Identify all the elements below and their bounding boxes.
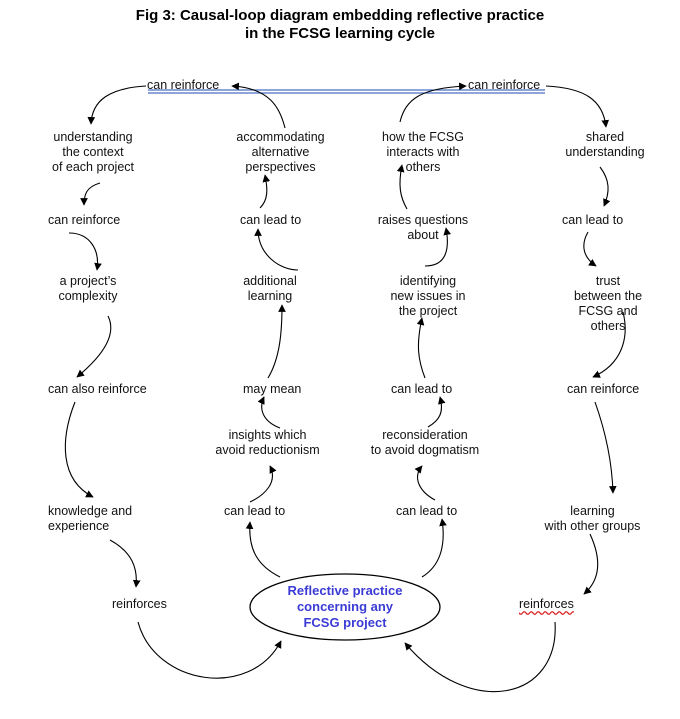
arrow-col4-n5-n6 (583, 533, 599, 595)
col1-node-reinforces: reinforces (112, 597, 167, 611)
col1-node-knowledge-experience: knowledge and experience (48, 504, 133, 533)
arrow-col4-n2-n3 (583, 231, 597, 267)
arrow-col1-n5-n6 (109, 539, 141, 588)
col2-node-insights-reductionism: insights which avoid reductionism (215, 428, 320, 457)
arrow-col2-n2-n1 (259, 174, 271, 209)
col3-node-can-lead-to-2: can lead to (396, 504, 458, 518)
arrow-top-left-to-col1 (87, 85, 147, 125)
top-right-can-reinforce: can reinforce (468, 78, 541, 92)
arrow-core-col3-n6 (421, 518, 447, 578)
arrow-col3-n4-n3 (416, 317, 426, 379)
col4-node-can-lead-to: can lead to (562, 213, 624, 227)
arrow-col4-n1-n2 (599, 166, 611, 207)
col3-node-fcsg-interacts: how the FCSG interacts with others (382, 130, 464, 174)
arrow-col3-n5-n4 (427, 396, 446, 428)
arrow-col4-n6-core (404, 621, 556, 693)
col3-node-raises-questions: raises questions about (377, 213, 469, 242)
arrow-col2-n3-n2 (254, 228, 299, 271)
arrow-col4-n3-n4 (592, 311, 626, 378)
col3-node-can-lead-to-1: can lead to (391, 382, 453, 396)
arrow-col1-n2-n3 (68, 232, 102, 271)
arrow-col4-n4-n5 (594, 401, 617, 494)
figure-title-line-1: Fig 3: Causal-loop diagram embedding ref… (135, 7, 545, 24)
col1-node-project-complexity: a project’s complexity (58, 274, 118, 303)
col1-node-can-also-reinforce: can also reinforce (48, 382, 147, 396)
col3-node-reconsideration-dogmatism: reconsideration to avoid dogmatism (370, 428, 480, 457)
col2-node-can-lead-to-2: can lead to (224, 504, 286, 518)
col2-node-can-lead-to-1: can lead to (240, 213, 302, 227)
col1-node-understanding-context: understanding the context of each projec… (52, 130, 134, 174)
figure-title-line-2: in the FCSG learning cycle (244, 25, 436, 42)
col4-node-can-reinforce: can reinforce (567, 382, 640, 396)
arrow-col1-n3-n4 (76, 315, 112, 378)
col1-node-can-reinforce: can reinforce (48, 213, 121, 227)
core-reflective-practice: Reflective practice concerning any FCSG … (287, 583, 403, 630)
arrow-top-right-to-col4 (545, 85, 610, 128)
col2-node-accommodating-perspectives: accommodating alternative perspectives (236, 130, 325, 174)
arrow-col1-n6-core (137, 621, 282, 679)
arrow-col3-n6-n5 (414, 465, 436, 501)
arrow-col3-to-top-right (399, 82, 467, 123)
arrow-col2-to-top-left (231, 82, 286, 129)
top-left-can-reinforce: can reinforce (147, 78, 220, 92)
arrow-col2-n5-n4 (257, 396, 281, 429)
col2-node-additional-learning: additional learning (243, 274, 297, 303)
arrow-col3-n2-n1 (396, 164, 408, 210)
arrow-col2-n4-n3 (267, 304, 286, 379)
arrow-core-col2-n6 (245, 521, 281, 578)
col3-node-identifying-new-issues: identifying new issues in the project (390, 274, 466, 318)
core-ellipse (249, 573, 441, 641)
col4-node-shared-understanding: shared understanding (565, 130, 645, 159)
arrow-col2-n6-n5 (249, 465, 277, 503)
col4-node-reinforces: reinforces (519, 597, 574, 611)
col4-node-learning-other-groups: learning with other groups (544, 504, 641, 533)
col2-node-may-mean: may mean (243, 382, 302, 396)
arrow-col3-n3-n2 (424, 227, 452, 267)
arrow-col1-n1-n2 (80, 182, 101, 206)
col4-node-trust-between: trust between the FCSG and others (573, 274, 643, 333)
arrow-col1-n4-n5 (64, 401, 94, 498)
